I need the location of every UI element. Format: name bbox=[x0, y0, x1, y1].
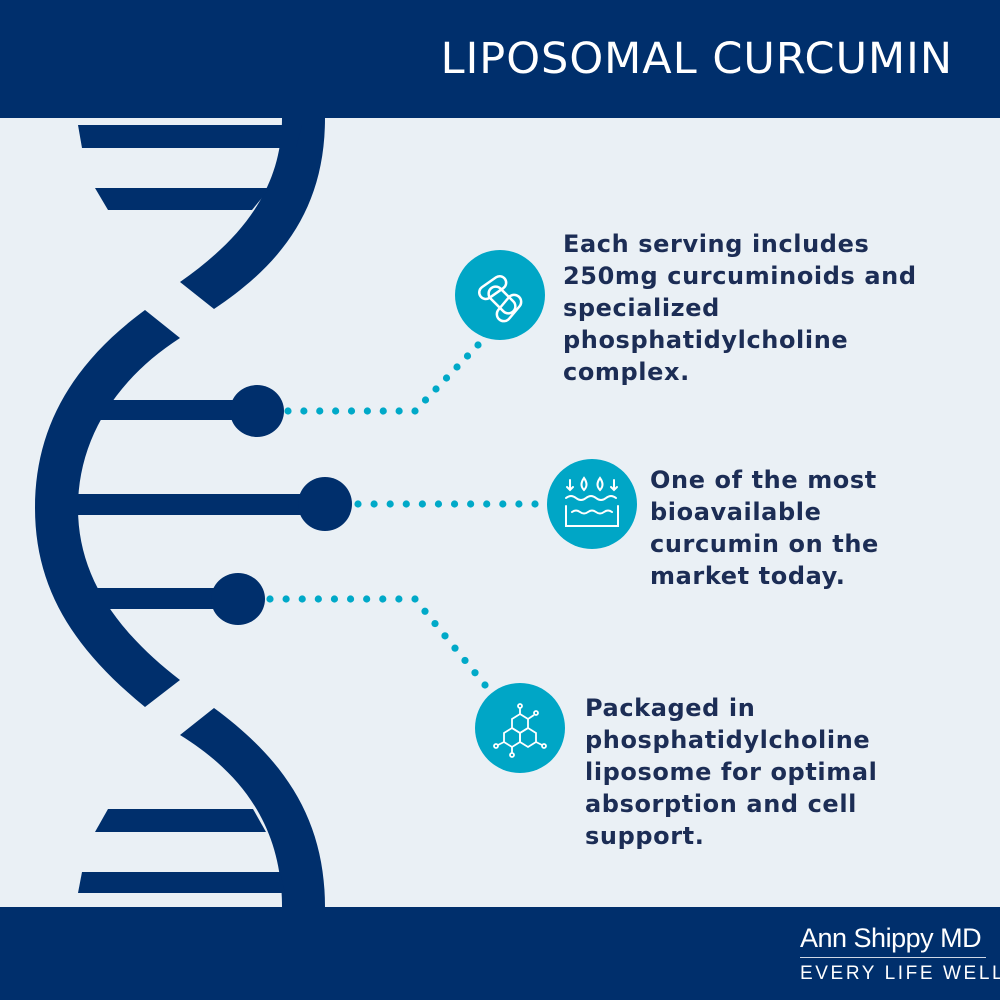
connector-dot bbox=[421, 396, 430, 404]
connector-dot bbox=[531, 500, 539, 508]
connector-dot bbox=[284, 407, 292, 415]
connector-dot bbox=[499, 500, 507, 508]
connector-dot bbox=[346, 595, 355, 603]
connector-dot bbox=[461, 656, 469, 665]
feature-line: phosphatidylcholine bbox=[563, 326, 849, 354]
connector-dot bbox=[441, 632, 449, 640]
dna-rung bbox=[100, 400, 260, 420]
brand-name: Ann Shippy MD bbox=[800, 923, 986, 958]
dna-rung bbox=[95, 188, 270, 210]
brand-tagline: EVERY LIFE WELL® bbox=[800, 963, 1000, 985]
connector-dot bbox=[411, 407, 419, 415]
dotted-connectors bbox=[266, 341, 539, 689]
connector-dot bbox=[363, 595, 371, 603]
feature-text-liposome: Packaged in phosphatidylcholine liposome… bbox=[585, 692, 877, 852]
connector-dot bbox=[481, 681, 489, 689]
connector-dot bbox=[395, 407, 403, 415]
connector-dot bbox=[370, 500, 378, 508]
dna-node bbox=[298, 477, 352, 531]
feature-line: market today. bbox=[650, 562, 846, 590]
connector-dot bbox=[431, 619, 439, 628]
connector-dot bbox=[515, 500, 523, 508]
connector-dot bbox=[402, 500, 410, 508]
dna-rung bbox=[78, 494, 328, 515]
connector-dot bbox=[266, 595, 274, 603]
connector-dot bbox=[467, 500, 475, 508]
dna-node bbox=[230, 385, 284, 437]
dna-rung bbox=[78, 872, 285, 893]
feature-line: curcumin on the bbox=[650, 530, 879, 558]
feature-line: 250mg curcuminoids and bbox=[563, 262, 917, 290]
feature-line: liposome for optimal bbox=[585, 758, 878, 786]
connector-dot bbox=[450, 500, 459, 508]
connector-dot bbox=[379, 407, 387, 415]
dna-strand-middle bbox=[35, 310, 180, 707]
feature-line: bioavailable bbox=[650, 498, 822, 526]
dna-node bbox=[211, 573, 265, 625]
connector-dot bbox=[453, 363, 461, 371]
brand-logo: Ann Shippy MD EVERY LIFE WELL® bbox=[800, 923, 1000, 985]
tagline-text: EVERY LIFE WELL bbox=[800, 963, 1000, 984]
page-title: LIPOSOMAL CURCUMIN bbox=[440, 34, 953, 84]
connector-dot bbox=[386, 500, 394, 508]
feature-line: Packaged in bbox=[585, 694, 756, 722]
dna-strand-bottom bbox=[180, 708, 325, 907]
connector-dot bbox=[451, 644, 459, 652]
dna-rung bbox=[78, 125, 302, 148]
connector-dot bbox=[432, 385, 440, 393]
feature-text-bioavailable: One of the most bioavailable curcumin on… bbox=[650, 464, 879, 592]
connector-dot bbox=[316, 407, 324, 415]
connector-dot bbox=[354, 500, 362, 508]
connector-dot bbox=[347, 407, 356, 415]
connector-dot bbox=[332, 407, 340, 415]
feature-line: complex. bbox=[563, 358, 690, 386]
molecule-icon bbox=[475, 683, 565, 773]
connector-dot bbox=[379, 595, 387, 603]
feature-line: absorption and cell bbox=[585, 790, 857, 818]
connector-dot bbox=[395, 595, 403, 603]
header-banner: LIPOSOMAL CURCUMIN bbox=[0, 0, 1000, 118]
dna-rung bbox=[95, 809, 266, 832]
connector-dot bbox=[434, 500, 443, 508]
connector-dot bbox=[463, 352, 472, 360]
dna-helix-icon bbox=[35, 118, 352, 907]
connector-dot bbox=[363, 407, 371, 415]
connector-dot bbox=[471, 669, 479, 677]
connector-dot bbox=[483, 500, 491, 508]
connector-dot bbox=[442, 374, 451, 382]
dna-strand-top bbox=[180, 118, 325, 309]
water-absorption-icon bbox=[547, 459, 637, 549]
connector-dot bbox=[474, 341, 482, 349]
feature-text-serving: Each serving includes 250mg curcuminoids… bbox=[563, 228, 917, 388]
feature-line: phosphatidylcholine bbox=[585, 726, 871, 754]
connector-dot bbox=[300, 407, 308, 415]
connector-dot bbox=[418, 500, 426, 508]
capsules-icon bbox=[455, 250, 545, 340]
connector-dot bbox=[282, 595, 290, 603]
connector-dot bbox=[421, 607, 429, 615]
footer-banner: Ann Shippy MD EVERY LIFE WELL® bbox=[0, 907, 1000, 1000]
feature-line: specialized bbox=[563, 294, 720, 322]
feature-line: Each serving includes bbox=[563, 230, 870, 258]
connector-dot bbox=[330, 595, 339, 603]
dna-rung bbox=[96, 588, 241, 609]
connector-dot bbox=[314, 595, 322, 603]
feature-line: One of the most bbox=[650, 466, 877, 494]
connector-dot bbox=[411, 595, 419, 603]
connector-dot bbox=[298, 595, 306, 603]
feature-line: support. bbox=[585, 822, 705, 850]
